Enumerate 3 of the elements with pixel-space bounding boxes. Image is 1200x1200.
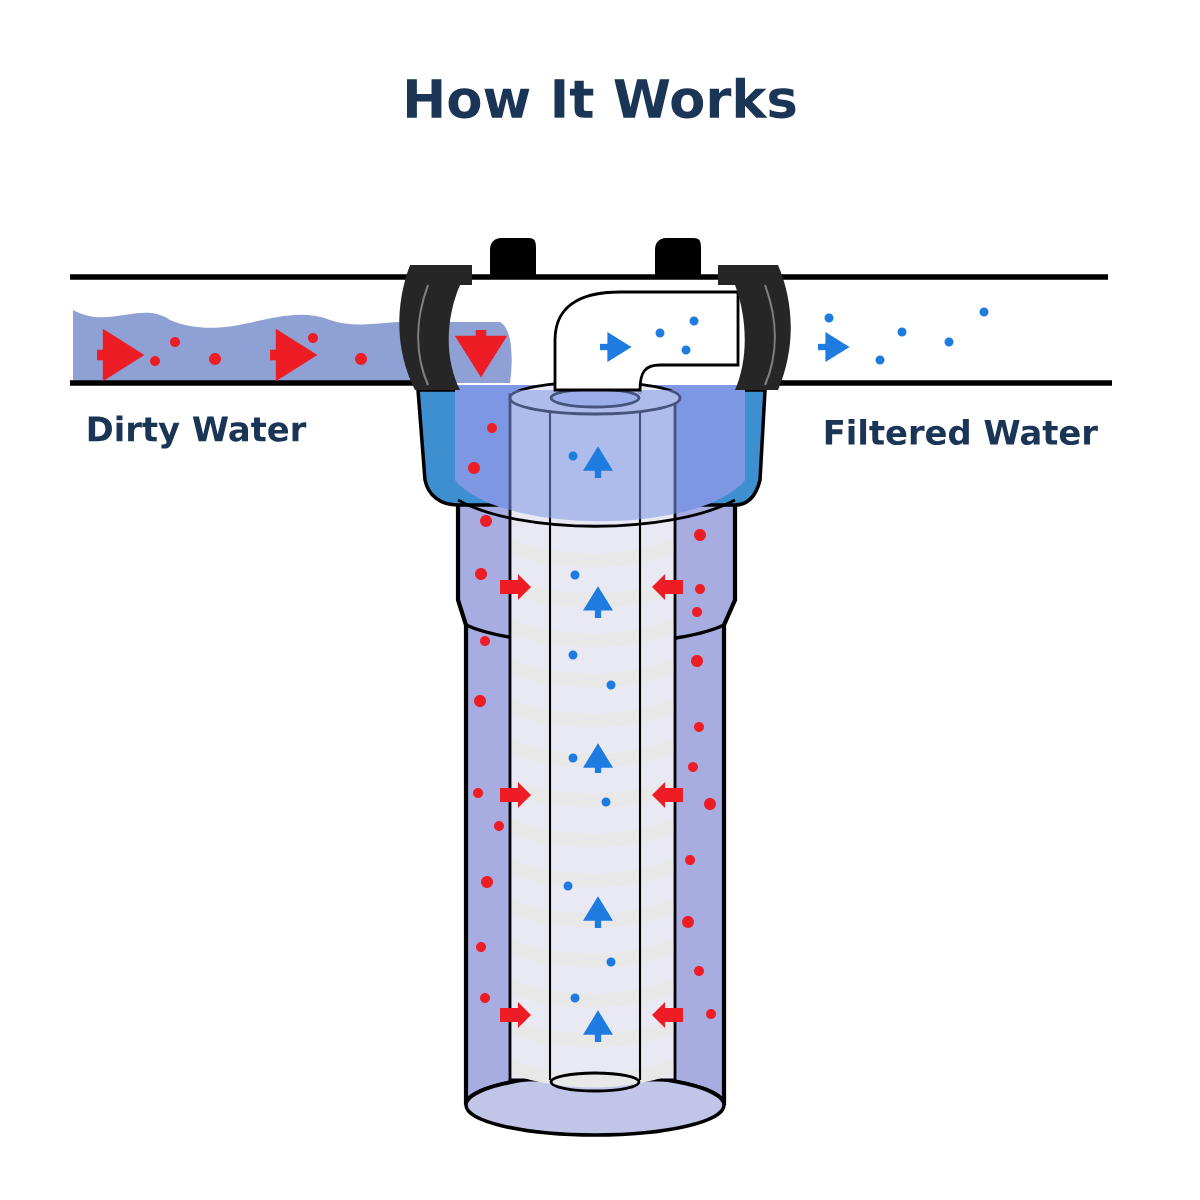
title: How It Works — [407, 77, 796, 119]
water-label: Dirty Water — [88, 415, 307, 449]
water-label: Filtered Water — [825, 418, 1098, 446]
